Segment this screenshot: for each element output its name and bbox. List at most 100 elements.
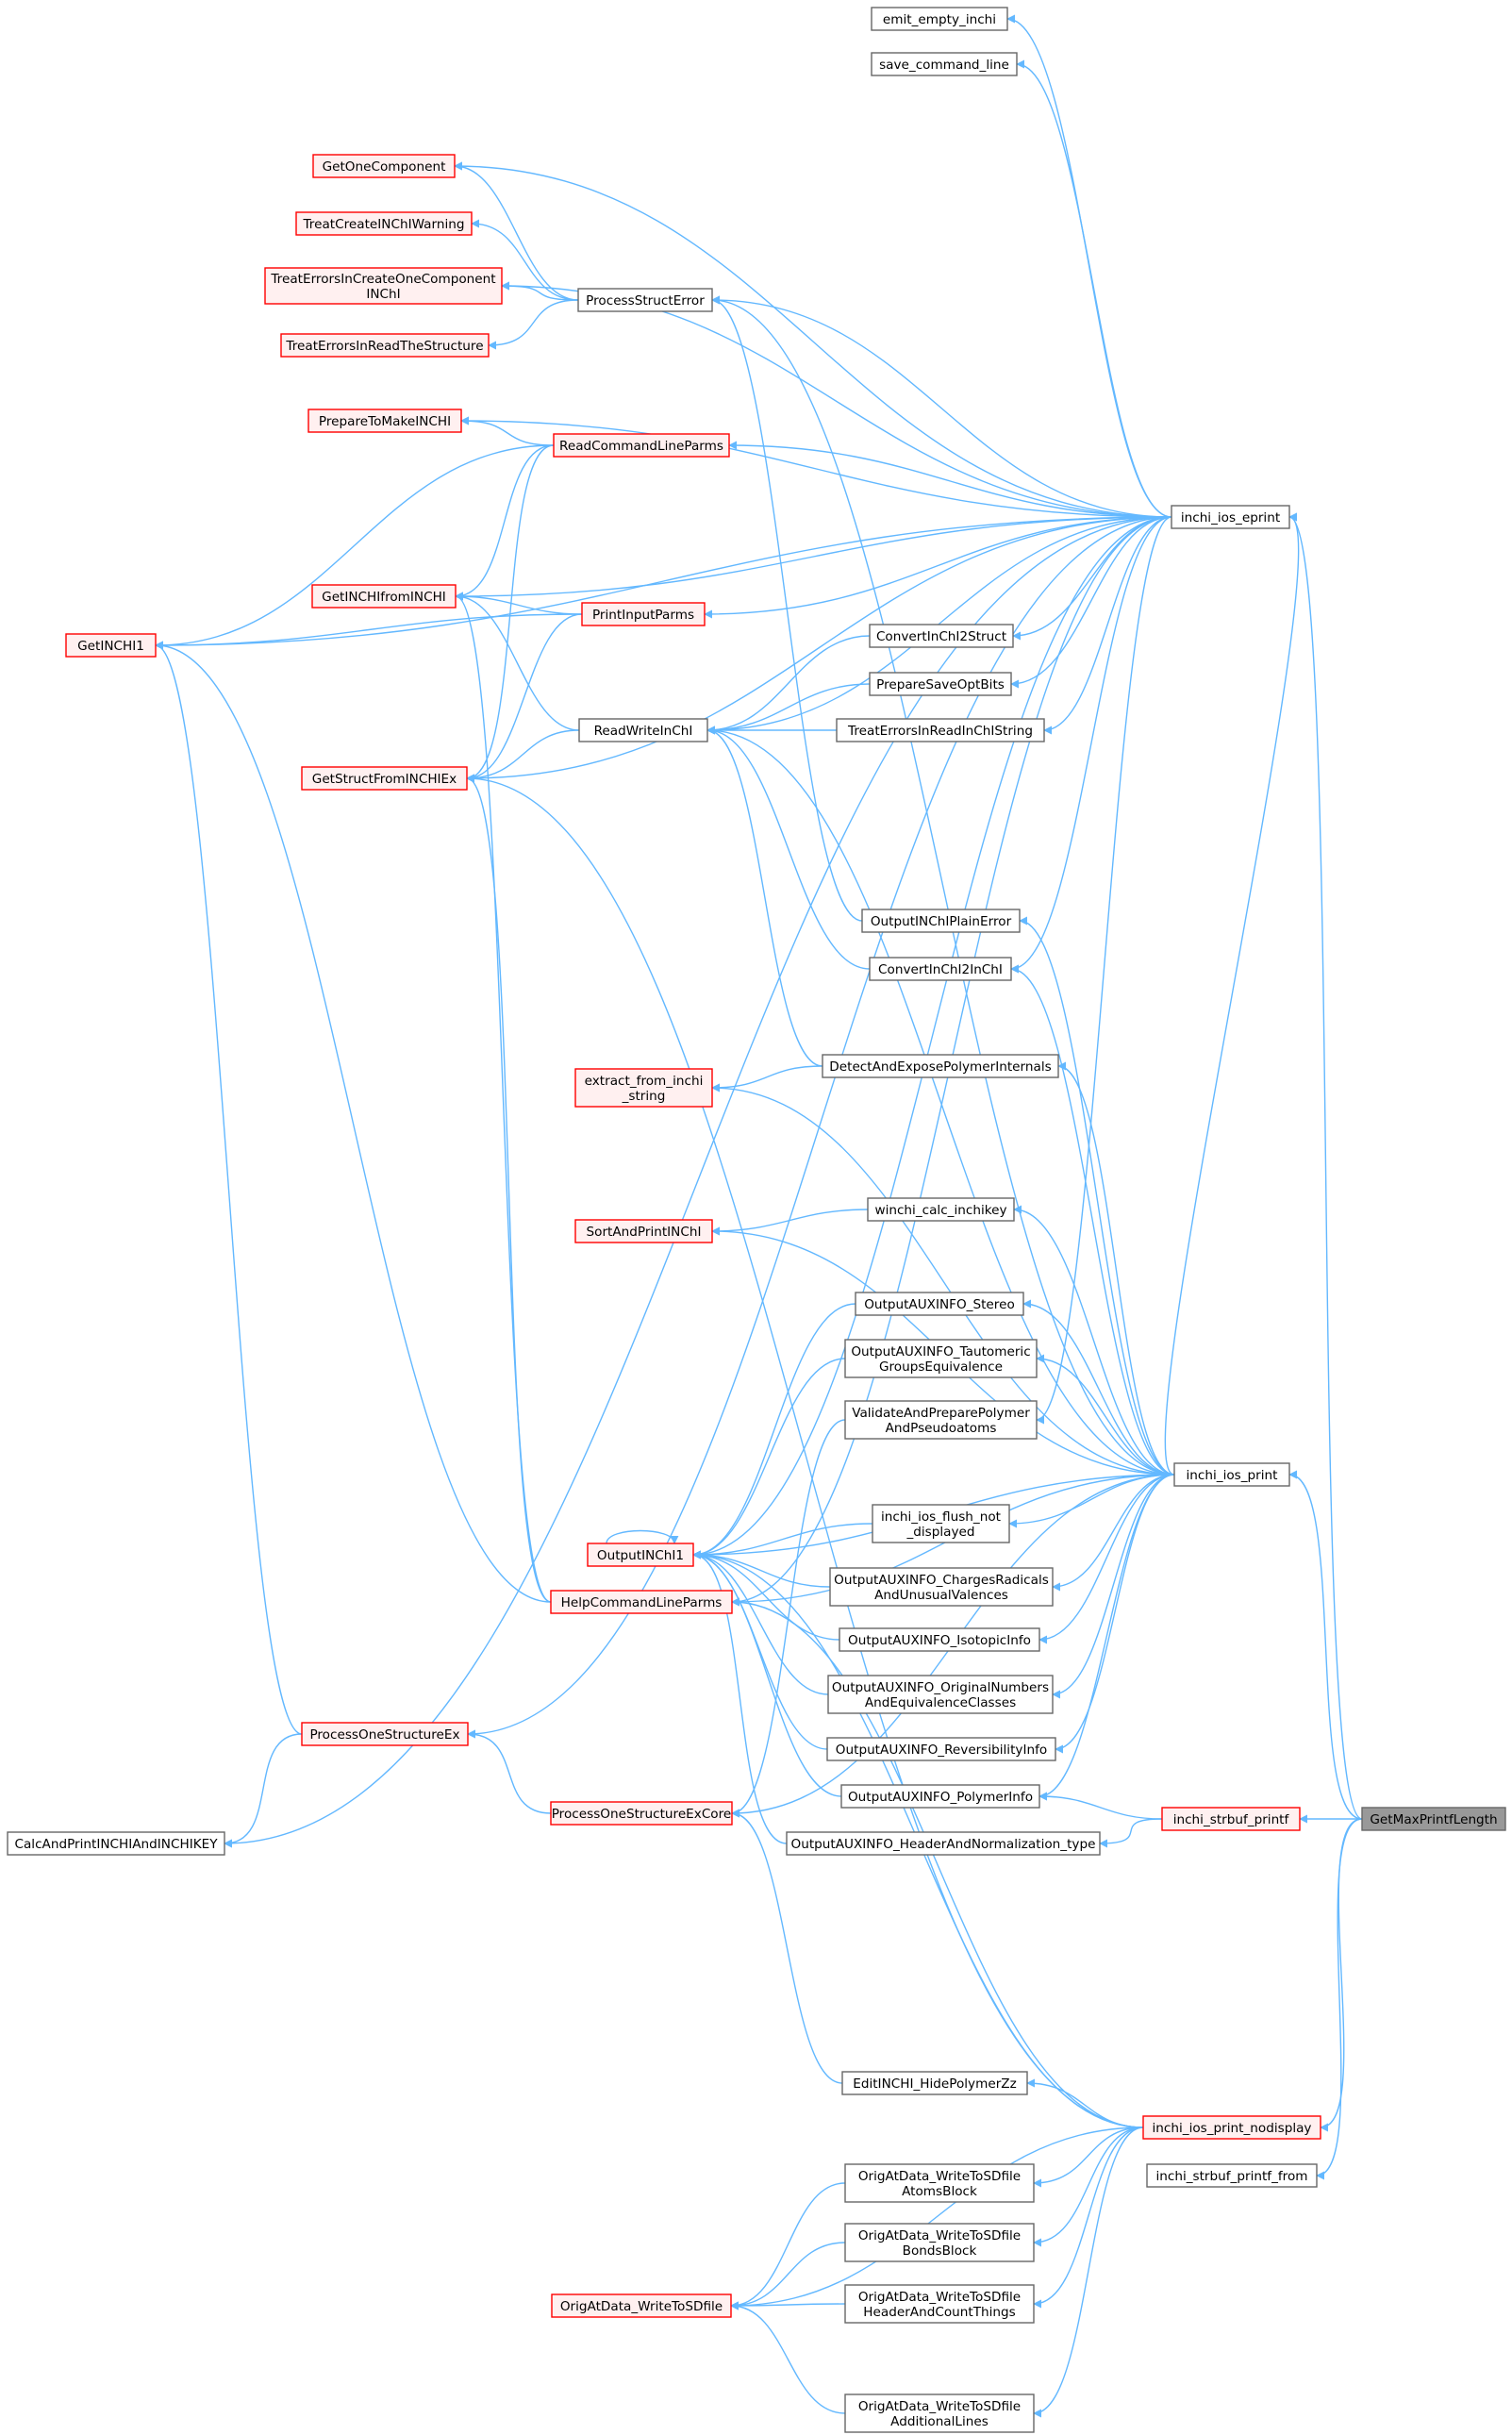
node-outputinchi1[interactable]: OutputINChI1 xyxy=(587,1543,694,1567)
edge-line xyxy=(692,1550,788,1844)
node-printinputparms[interactable]: PrintInputParms xyxy=(581,602,706,626)
node-label: AndPseudoatoms xyxy=(886,1421,997,1436)
node-inchi-ios-print-nodisplay[interactable]: inchi_ios_print_nodisplay xyxy=(1142,2115,1321,2140)
node-readwriteinchi[interactable]: ReadWriteInChI xyxy=(578,718,708,742)
node-preparesaveoptbits[interactable]: PrepareSaveOptBits xyxy=(869,672,1012,696)
node-outputinchiplainerror[interactable]: OutputINChIPlainError xyxy=(861,909,1021,933)
node-box xyxy=(840,1784,1040,1809)
node-getinchifrominchi[interactable]: GetINCHIfromINCHI xyxy=(311,584,457,609)
node-box xyxy=(551,2293,732,2318)
edge-convertinchi2inchi-to-readwriteinchi xyxy=(706,725,871,970)
edge-line xyxy=(467,516,1172,1739)
edge-inchi-ios-eprint-to-getinchi1 xyxy=(155,516,1172,650)
edge-line xyxy=(455,516,1172,601)
node-box xyxy=(280,333,490,358)
edge-processstructerror-to-getonecomponent xyxy=(454,161,579,301)
edge-printinputparms-to-getinchifrominchi xyxy=(455,592,583,615)
edge-line xyxy=(706,516,1172,735)
node-outputauxinfo-originalnumbersandequivalenceclasses[interactable]: OutputAUXINFO_OriginalNumbersAndEquivale… xyxy=(827,1675,1054,1714)
node-sortandprintinchi[interactable]: SortAndPrintINChI xyxy=(574,1219,713,1243)
node-outputauxinfo-tautomericgroupsequivalence[interactable]: OutputAUXINFO_TautomericGroupsEquivalenc… xyxy=(844,1339,1038,1378)
node-box xyxy=(844,2163,1035,2203)
edge-line xyxy=(155,516,1172,650)
node-treaterrorsinreadthestructure[interactable]: TreatErrorsInReadTheStructure xyxy=(280,333,490,358)
edge-inchi-ios-eprint-to-readwriteinchi xyxy=(706,516,1172,735)
node-label: OutputAUXINFO_HeaderAndNormalization_typ… xyxy=(791,1837,1096,1852)
node-inchi-strbuf-printf[interactable]: inchi_strbuf_printf xyxy=(1161,1807,1301,1831)
edge-line xyxy=(730,2301,846,2414)
node-convertinchi2struct[interactable]: ConvertInChI2Struct xyxy=(869,624,1014,648)
node-editinchi-hidepolymerzz[interactable]: EditINCHI_HidePolymerZz xyxy=(841,2071,1028,2095)
edge-inchi-ios-print-to-processstructerror xyxy=(711,295,1175,1476)
node-outputauxinfo-isotopicinfo[interactable]: OutputAUXINFO_IsotopicInfo xyxy=(839,1627,1040,1652)
edge-inchi-ios-print-nodisplay-to-origatdata-writetosdfileatomsblock xyxy=(1033,2126,1144,2188)
node-processstructerror[interactable]: ProcessStructError xyxy=(577,288,713,312)
node-save-command-line[interactable]: save_command_line xyxy=(871,52,1018,76)
node-label: TreatCreateINChIWarning xyxy=(303,217,465,232)
node-processonestructureex[interactable]: ProcessOneStructureEx xyxy=(301,1722,469,1746)
node-label: inchi_ios_print_nodisplay xyxy=(1153,2121,1312,2136)
edge-line xyxy=(706,725,1175,1476)
node-calcandprintinchiandinchikey[interactable]: CalcAndPrintINCHIAndINCHIKEY xyxy=(7,1831,225,1856)
edge-line xyxy=(155,613,583,650)
node-emit-empty-inchi[interactable]: emit_empty_inchi xyxy=(871,7,1008,31)
edge-line xyxy=(1320,1818,1363,2132)
node-treaterrorsinreadinchistring[interactable]: TreatErrorsInReadInChIString xyxy=(836,718,1045,742)
node-getonecomponent[interactable]: GetOneComponent xyxy=(312,154,456,178)
node-processonestructureexcore[interactable]: ProcessOneStructureExCore xyxy=(550,1801,733,1826)
node-box xyxy=(826,1737,1056,1761)
edge-line xyxy=(455,444,555,601)
node-origatdata-writetosdfileheaderandcountthings[interactable]: OrigAtData_WriteToSDfileHeaderAndCountTh… xyxy=(844,2284,1035,2324)
edge-line xyxy=(692,1550,828,1750)
node-getstructfrominchiex[interactable]: GetStructFromINCHIEx xyxy=(301,766,468,791)
node-outputauxinfo-stereo[interactable]: OutputAUXINFO_Stereo xyxy=(855,1292,1024,1316)
node-winchi-calc-inchikey[interactable]: winchi_calc_inchikey xyxy=(867,1197,1015,1222)
node-label: OrigAtData_WriteToSDfile xyxy=(560,2299,723,2314)
edge-outputauxinfo-originalnumbersandequivalenceclasses-to-outputinchi1 xyxy=(692,1550,829,1695)
node-getinchi1[interactable]: GetINCHI1 xyxy=(65,633,157,658)
node-getmaxprintflength[interactable]: GetMaxPrintfLength xyxy=(1361,1807,1506,1831)
node-outputauxinfo-chargesradicalsandunusualvalences[interactable]: OutputAUXINFO_ChargesRadicalsAndUnusualV… xyxy=(829,1567,1054,1607)
node-box xyxy=(869,957,1012,981)
node-detectandexposepolymerinternals[interactable]: DetectAndExposePolymerInternals xyxy=(822,1054,1059,1078)
node-label: BondsBlock xyxy=(903,2243,977,2259)
node-outputauxinfo-headerandnormalization-type[interactable]: OutputAUXINFO_HeaderAndNormalization_typ… xyxy=(786,1831,1101,1856)
edge-validateandpreparepolymerandpseudoatoms-to-processonestructureexcore xyxy=(731,1419,846,1818)
node-convertinchi2inchi[interactable]: ConvertInChI2InChI xyxy=(869,957,1012,981)
edge-line xyxy=(1288,512,1363,1820)
node-extract-from-inchi-string[interactable]: extract_from_inchi_string xyxy=(574,1068,713,1108)
node-label: OutputINChIPlainError xyxy=(871,914,1012,929)
node-preparetomakeinchi[interactable]: PrepareToMakeINCHI xyxy=(307,409,462,433)
edge-line xyxy=(224,1733,303,1848)
node-inchi-ios-eprint[interactable]: inchi_ios_eprint xyxy=(1171,505,1290,529)
node-label: AndUnusualValences xyxy=(874,1588,1008,1603)
node-treatcreateinchiwarning[interactable]: TreatCreateINChIWarning xyxy=(295,211,473,236)
node-helpcommandlineparms[interactable]: HelpCommandLineParms xyxy=(550,1590,733,1614)
node-inchi-ios-print[interactable]: inchi_ios_print xyxy=(1173,1462,1290,1487)
edge-editinchi-hidepolymerzz-to-processonestructureexcore xyxy=(731,1809,843,2084)
node-inchi-strbuf-printf-from[interactable]: inchi_strbuf_printf_from xyxy=(1146,2163,1318,2188)
edge-getmaxprintflength-to-inchi-strbuf-printf-from xyxy=(1316,1818,1363,2180)
edge-inchi-ios-eprint-to-calcandprintinchiandinchikey xyxy=(224,516,1172,1848)
edge-printinputparms-to-getstructfrominchiex xyxy=(466,613,583,783)
node-inchi-ios-flush-not-displayed[interactable]: inchi_ios_flush_not_displayed xyxy=(872,1504,1010,1543)
edge-line xyxy=(711,295,1172,518)
node-label: CalcAndPrintINCHIAndINCHIKEY xyxy=(14,1837,218,1852)
edge-inchi-ios-eprint-to-printinputparms xyxy=(704,516,1172,619)
edge-helpcommandlineparms-to-getinchi1 xyxy=(155,641,552,1603)
node-outputauxinfo-polymerinfo[interactable]: OutputAUXINFO_PolymerInfo xyxy=(840,1784,1040,1809)
edge-line xyxy=(711,295,1175,1476)
node-label: ValidateAndPreparePolymer xyxy=(852,1406,1030,1421)
node-label: PrepareSaveOptBits xyxy=(876,677,1005,692)
edge-line xyxy=(1038,1792,1163,1820)
edge-getmaxprintflength-to-inchi-ios-eprint xyxy=(1288,512,1363,1820)
node-readcommandlineparms[interactable]: ReadCommandLineParms xyxy=(553,433,730,458)
edge-line xyxy=(706,635,871,735)
node-outputauxinfo-reversibilityinfo[interactable]: OutputAUXINFO_ReversibilityInfo xyxy=(826,1737,1056,1761)
node-origatdata-writetosdfile[interactable]: OrigAtData_WriteToSDfile xyxy=(551,2293,732,2318)
